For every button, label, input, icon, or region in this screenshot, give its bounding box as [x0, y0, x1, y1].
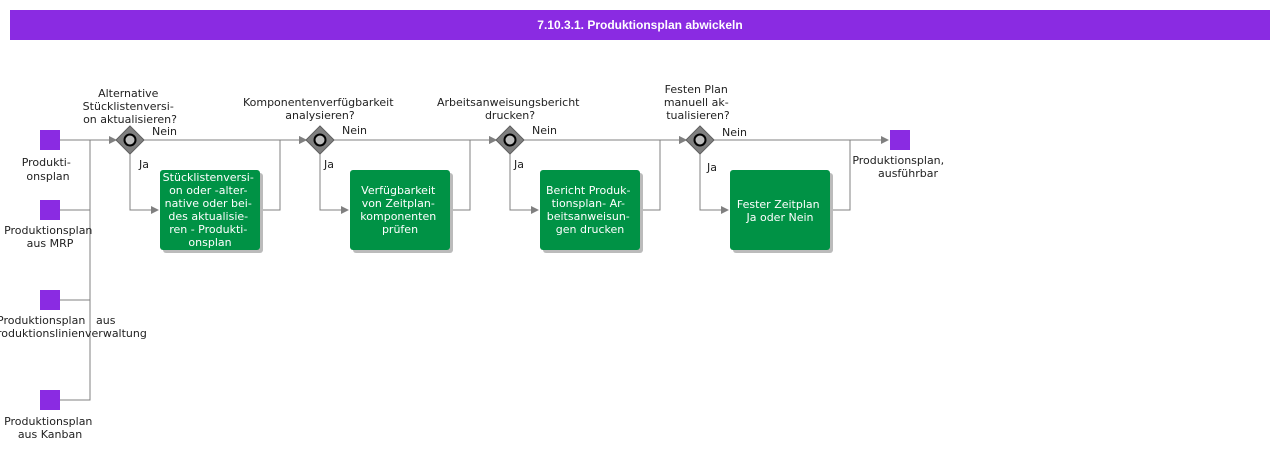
start-event-produktionslinien[interactable] [40, 290, 60, 310]
sequence-flows [60, 136, 889, 401]
start-event-label: Produktionsplan aus MRP [4, 224, 96, 250]
start-event-mrp[interactable] [40, 200, 60, 220]
start-event-label: Produktionsplan aus Kanban [4, 415, 96, 441]
task-stuecklistenversion[interactable]: Stücklistenversi- on oder -alter- native… [160, 170, 263, 253]
gateway-3[interactable] [495, 125, 525, 155]
start-events: Produkti- onsplan Produktionsplan aus MR… [0, 130, 147, 441]
task-label: Fester Zeitplan Ja oder Nein [737, 198, 823, 224]
gateway-3-question: Arbeitsanweisungsbericht drucken? [437, 96, 583, 122]
gateway-4-yes-label: Ja [706, 161, 717, 174]
gateway-1[interactable] [115, 125, 145, 155]
task-label: Bericht Produk- tionsplan- Ar- beitsanwe… [546, 184, 634, 236]
task-label: Verfügbarkeit von Zeitplan- komponenten … [360, 184, 439, 236]
gateway-3-no-label: Nein [532, 124, 557, 137]
flow-t2-out [450, 136, 497, 211]
gateway-3-yes-label: Ja [513, 158, 524, 171]
gateway-1-question: Alternative Stücklistenversi- on aktuali… [83, 87, 178, 126]
task-label: Stücklistenversi- on oder -alter- native… [163, 171, 258, 249]
diagram-title: 7.10.3.1. Produktionsplan abwickeln [10, 10, 1270, 40]
end-event-group: Produktionsplan, ausführbar [852, 130, 947, 180]
gateway-4-no-label: Nein [722, 126, 747, 139]
flow-t1-out [260, 136, 307, 211]
gateway-2-no-label: Nein [342, 124, 367, 137]
flow-g2-yes [319, 154, 349, 214]
end-event-label: Produktionsplan, ausführbar [852, 154, 947, 180]
flow-start4 [60, 300, 91, 401]
task-verfuegbarkeit-pruefen[interactable]: Verfügbarkeit von Zeitplan- komponenten … [350, 170, 453, 253]
start-event-produktionsplan[interactable] [40, 130, 60, 150]
gateway-1-no-label: Nein [152, 125, 177, 138]
task-bericht-drucken[interactable]: Bericht Produk- tionsplan- Ar- beitsanwe… [540, 170, 643, 253]
gateway-4-question: Festen Plan manuell ak- tualisieren? [664, 83, 732, 122]
gateway-4[interactable] [685, 125, 715, 155]
flow-t3-out [640, 136, 687, 211]
flow-g3-yes [509, 154, 539, 214]
start-event-label: Produktionsplan aus roduktionslinienverw… [0, 314, 147, 340]
tasks: Stücklistenversi- on oder -alter- native… [160, 170, 833, 253]
gateway-1-yes-label: Ja [138, 158, 149, 171]
gateway-2-yes-label: Ja [323, 158, 334, 171]
flow-g1-yes [129, 154, 159, 214]
gateway-2-question: Komponentenverfügbarkeit analysieren? [243, 96, 397, 122]
flow-g4-yes [699, 154, 729, 214]
flow-start2 [60, 139, 116, 211]
start-event-kanban[interactable] [40, 390, 60, 410]
start-event-label: Produkti- onsplan [22, 156, 75, 183]
flow-t4-out [830, 140, 851, 211]
gateways: Alternative Stücklistenversi- on aktuali… [83, 83, 747, 174]
gateway-2[interactable] [305, 125, 335, 155]
end-event[interactable] [890, 130, 910, 150]
task-fester-zeitplan[interactable]: Fester Zeitplan Ja oder Nein [730, 170, 833, 253]
